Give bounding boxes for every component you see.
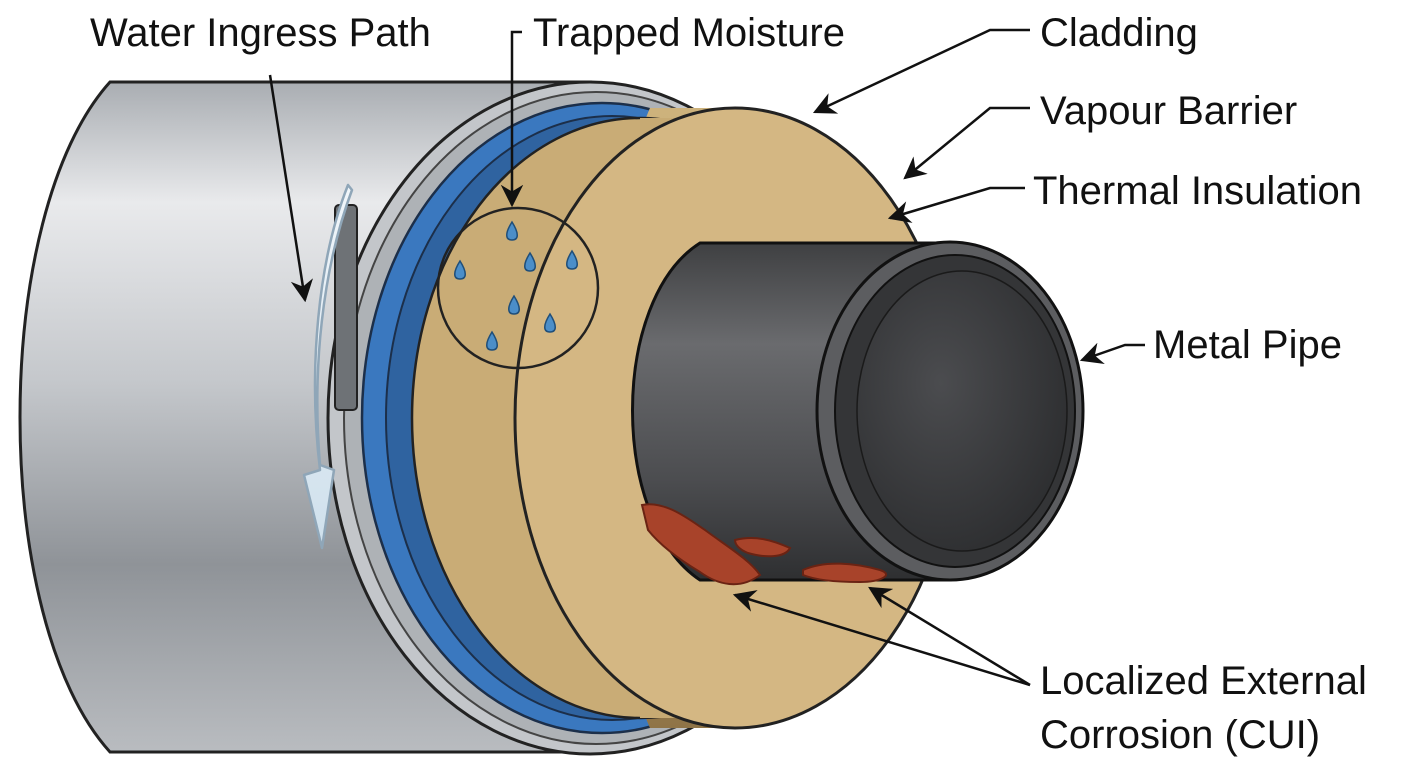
label-cladding: Cladding (1040, 11, 1198, 55)
moisture-zone-outline (436, 206, 600, 370)
label-metal-pipe: Metal Pipe (1153, 323, 1342, 367)
water-droplet-icon (486, 330, 498, 351)
leader-vapour-barrier (903, 106, 1030, 180)
water-droplet-icon (524, 251, 536, 272)
water-droplet-icon (454, 259, 466, 280)
corrosion-patches (640, 503, 888, 586)
leader-thermal-insulation (887, 186, 1025, 223)
label-corrosion-line2: Corrosion (CUI) (1040, 713, 1320, 757)
water-droplet-icon (566, 249, 578, 270)
leader-metal-pipe (1079, 342, 1145, 364)
metal-pipe (631, 240, 1085, 582)
leader-corrosion-a (732, 590, 1031, 687)
leader-lines (268, 28, 1145, 687)
leader-corrosion-b (868, 586, 1031, 687)
water-droplet-icon (544, 312, 556, 333)
corrosion-patch (640, 503, 762, 586)
water-flow-arrow-icon (302, 183, 354, 550)
pipe-bore-inner (856, 270, 1068, 552)
corrosion-patch (733, 537, 792, 558)
label-water-ingress-path: Water Ingress Path (90, 11, 431, 55)
label-trapped-moisture: Trapped Moisture (533, 11, 845, 55)
water-droplet-icon (506, 220, 518, 241)
label-corrosion-line1: Localized External (1040, 659, 1367, 703)
label-vapour-barrier: Vapour Barrier (1040, 89, 1297, 133)
trapped-moisture-region (436, 206, 600, 370)
leader-cladding (812, 28, 1030, 114)
leader-water-ingress (268, 74, 314, 303)
leader-trapped-moisture (500, 30, 524, 208)
label-thermal-insulation: Thermal Insulation (1033, 169, 1362, 213)
water-droplet-icon (508, 294, 520, 315)
corrosion-patch (802, 562, 888, 584)
